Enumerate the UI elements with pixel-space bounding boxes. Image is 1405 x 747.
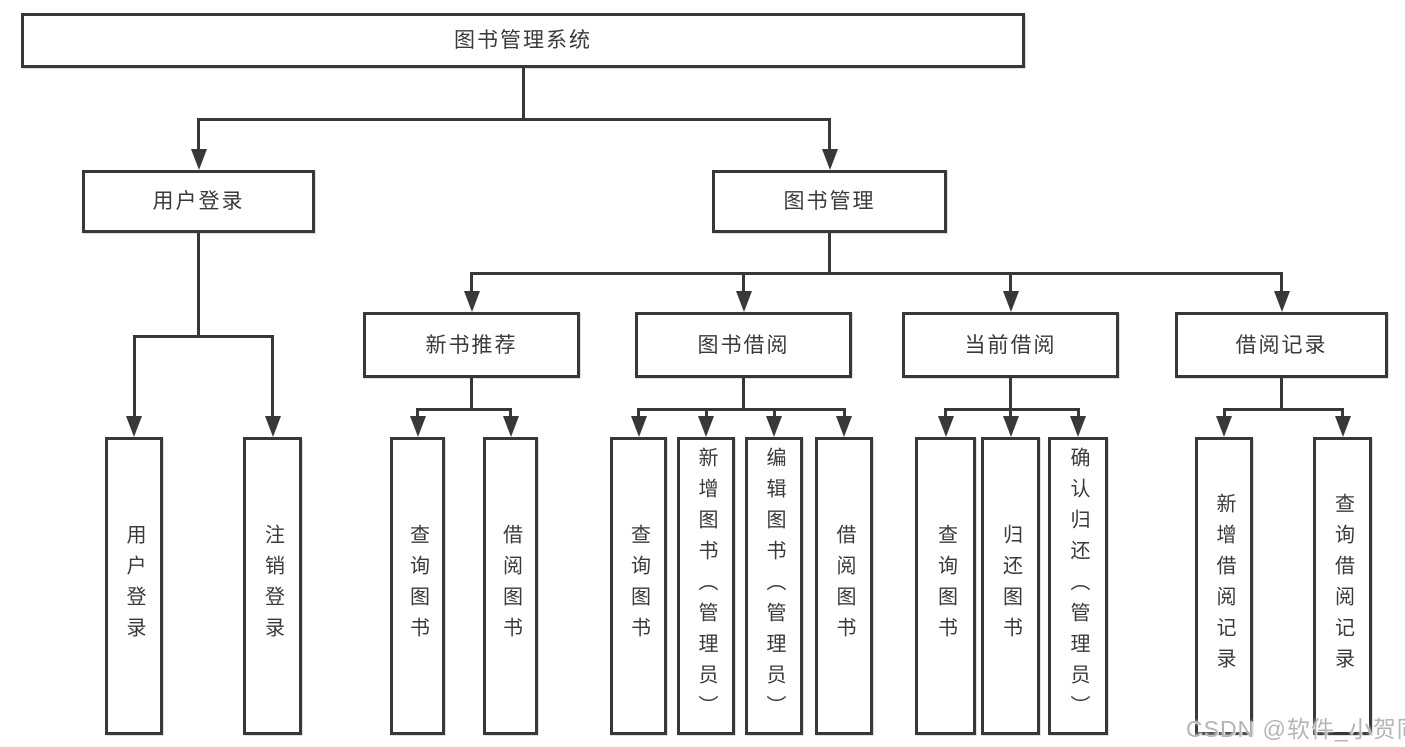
connector-arrowhead-query-borrow-record: [1334, 416, 1351, 437]
node-label-edit-book: 编辑图书（管理员）: [763, 446, 785, 726]
connector-arrowhead-edit-book: [766, 416, 782, 437]
connector-arrowhead-query-book-borrow: [630, 416, 647, 437]
node-borrow-book: 借阅图书: [815, 437, 873, 735]
connector-stem-borrow-records: [1280, 272, 1283, 295]
node-query-book-borrow: 查询图书: [610, 437, 667, 735]
connector-arrowhead-borrow-book: [836, 416, 852, 437]
node-borrow-book-rec: 借阅图书: [483, 437, 538, 735]
node-label-borrow-book: 借阅图书: [833, 524, 855, 648]
connector-arrowhead-user-login: [190, 149, 207, 170]
connector-stem-query-book-rec: [416, 408, 419, 420]
connector-stem-query-borrow-record: [1341, 408, 1344, 420]
connector-stem-edit-book: [772, 408, 776, 420]
connector-stem-add-book: [704, 408, 708, 420]
node-add-book: 新增图书（管理员）: [677, 437, 735, 735]
connector-stem-login-user: [132, 335, 136, 420]
node-label-book-mgmt: 图书管理: [783, 190, 876, 213]
connector-stem-book-mgmt: [828, 118, 831, 153]
node-label-user-login: 用户登录: [152, 190, 245, 213]
connector-stem-logout: [271, 335, 274, 420]
node-label-current-borrow: 当前借阅: [964, 333, 1057, 357]
node-book-mgmt: 图书管理: [712, 170, 947, 233]
connector-arrowhead-borrow-records: [1273, 291, 1290, 312]
connector-arrowhead-book-mgmt: [821, 149, 838, 170]
connector-arrowhead-book-borrow: [735, 291, 752, 312]
connector-stem-book-mgmt: [828, 233, 831, 275]
node-current-borrow: 当前借阅: [902, 312, 1119, 378]
connector-rail-book-borrow: [637, 408, 846, 411]
connector-rail-root: [197, 118, 831, 121]
node-query-book-current: 查询图书: [915, 437, 976, 735]
node-login-user: 用户登录: [105, 437, 163, 735]
connector-arrowhead-return-book: [1002, 416, 1019, 437]
connector-rail-user-login: [132, 335, 274, 338]
node-borrow-records: 借阅记录: [1175, 312, 1388, 378]
node-label-query-borrow-record: 查询借阅记录: [1331, 493, 1354, 679]
node-logout: 注销登录: [243, 437, 302, 735]
connector-stem-user-login: [197, 118, 200, 153]
connector-arrowhead-new-book-rec: [463, 291, 480, 312]
node-label-query-book-borrow: 查询图书: [627, 524, 650, 648]
node-label-new-book-rec: 新书推荐: [425, 333, 518, 357]
connector-rail-book-mgmt: [470, 272, 1283, 275]
node-label-root: 图书管理系统: [454, 29, 592, 52]
connector-rail-borrow-records: [1222, 408, 1344, 411]
connector-arrowhead-query-book-rec: [409, 416, 426, 437]
node-label-add-book: 新增图书（管理员）: [695, 446, 717, 726]
connector-stem-borrow-records: [1280, 378, 1283, 411]
connector-stem-book-borrow: [742, 272, 745, 295]
node-confirm-return: 确认归还（管理员）: [1048, 437, 1108, 735]
csdn-watermark: CSDN @软件_小贺同学: [1186, 716, 1405, 742]
connector-stem-confirm-return: [1076, 408, 1080, 420]
connector-stem-new-book-rec: [470, 378, 473, 411]
node-book-borrow: 图书借阅: [635, 312, 852, 378]
connector-arrowhead-borrow-book-rec: [502, 416, 519, 437]
node-label-borrow-book-rec: 借阅图书: [499, 524, 522, 648]
node-user-login: 用户登录: [82, 170, 315, 233]
connector-stem-borrow-book-rec: [509, 408, 512, 420]
node-label-query-book-rec: 查询图书: [406, 524, 429, 648]
connector-arrowhead-query-book-current: [937, 416, 954, 437]
connector-arrowhead-add-borrow-record: [1216, 416, 1232, 437]
connector-arrowhead-login-user: [126, 416, 142, 437]
node-edit-book: 编辑图书（管理员）: [745, 437, 803, 735]
connector-stem-query-book-current: [944, 408, 947, 420]
node-query-book-rec: 查询图书: [390, 437, 445, 735]
node-label-logout: 注销登录: [261, 524, 284, 648]
connector-stem-query-book-borrow: [637, 408, 640, 420]
connector-stem-new-book-rec: [470, 272, 473, 295]
node-query-borrow-record: 查询借阅记录: [1313, 437, 1372, 735]
connector-stem-current-borrow: [1009, 378, 1012, 411]
node-return-book: 归还图书: [981, 437, 1040, 735]
connector-arrowhead-confirm-return: [1070, 416, 1086, 437]
connector-stem-borrow-book: [842, 408, 846, 420]
node-label-return-book: 归还图书: [999, 524, 1022, 648]
connector-rail-new-book-rec: [416, 408, 512, 411]
connector-stem-add-borrow-record: [1222, 408, 1226, 420]
connector-stem-current-borrow: [1009, 272, 1012, 295]
node-label-add-borrow-record: 新增借阅记录: [1213, 493, 1235, 679]
connector-arrowhead-current-borrow: [1002, 291, 1019, 312]
connector-stem-root: [521, 68, 525, 121]
connector-stem-user-login: [197, 233, 200, 338]
node-label-query-book-current: 查询图书: [934, 524, 957, 648]
connector-stem-return-book: [1009, 408, 1012, 420]
node-root: 图书管理系统: [21, 13, 1025, 68]
node-add-borrow-record: 新增借阅记录: [1195, 437, 1253, 735]
node-label-login-user: 用户登录: [123, 524, 145, 648]
connector-arrowhead-logout: [264, 416, 281, 437]
node-new-book-rec: 新书推荐: [363, 312, 580, 378]
node-label-borrow-records: 借阅记录: [1235, 333, 1328, 357]
connector-stem-book-borrow: [742, 378, 745, 411]
node-label-confirm-return: 确认归还（管理员）: [1067, 446, 1089, 726]
node-label-book-borrow: 图书借阅: [697, 333, 790, 357]
connector-arrowhead-add-book: [698, 416, 714, 437]
